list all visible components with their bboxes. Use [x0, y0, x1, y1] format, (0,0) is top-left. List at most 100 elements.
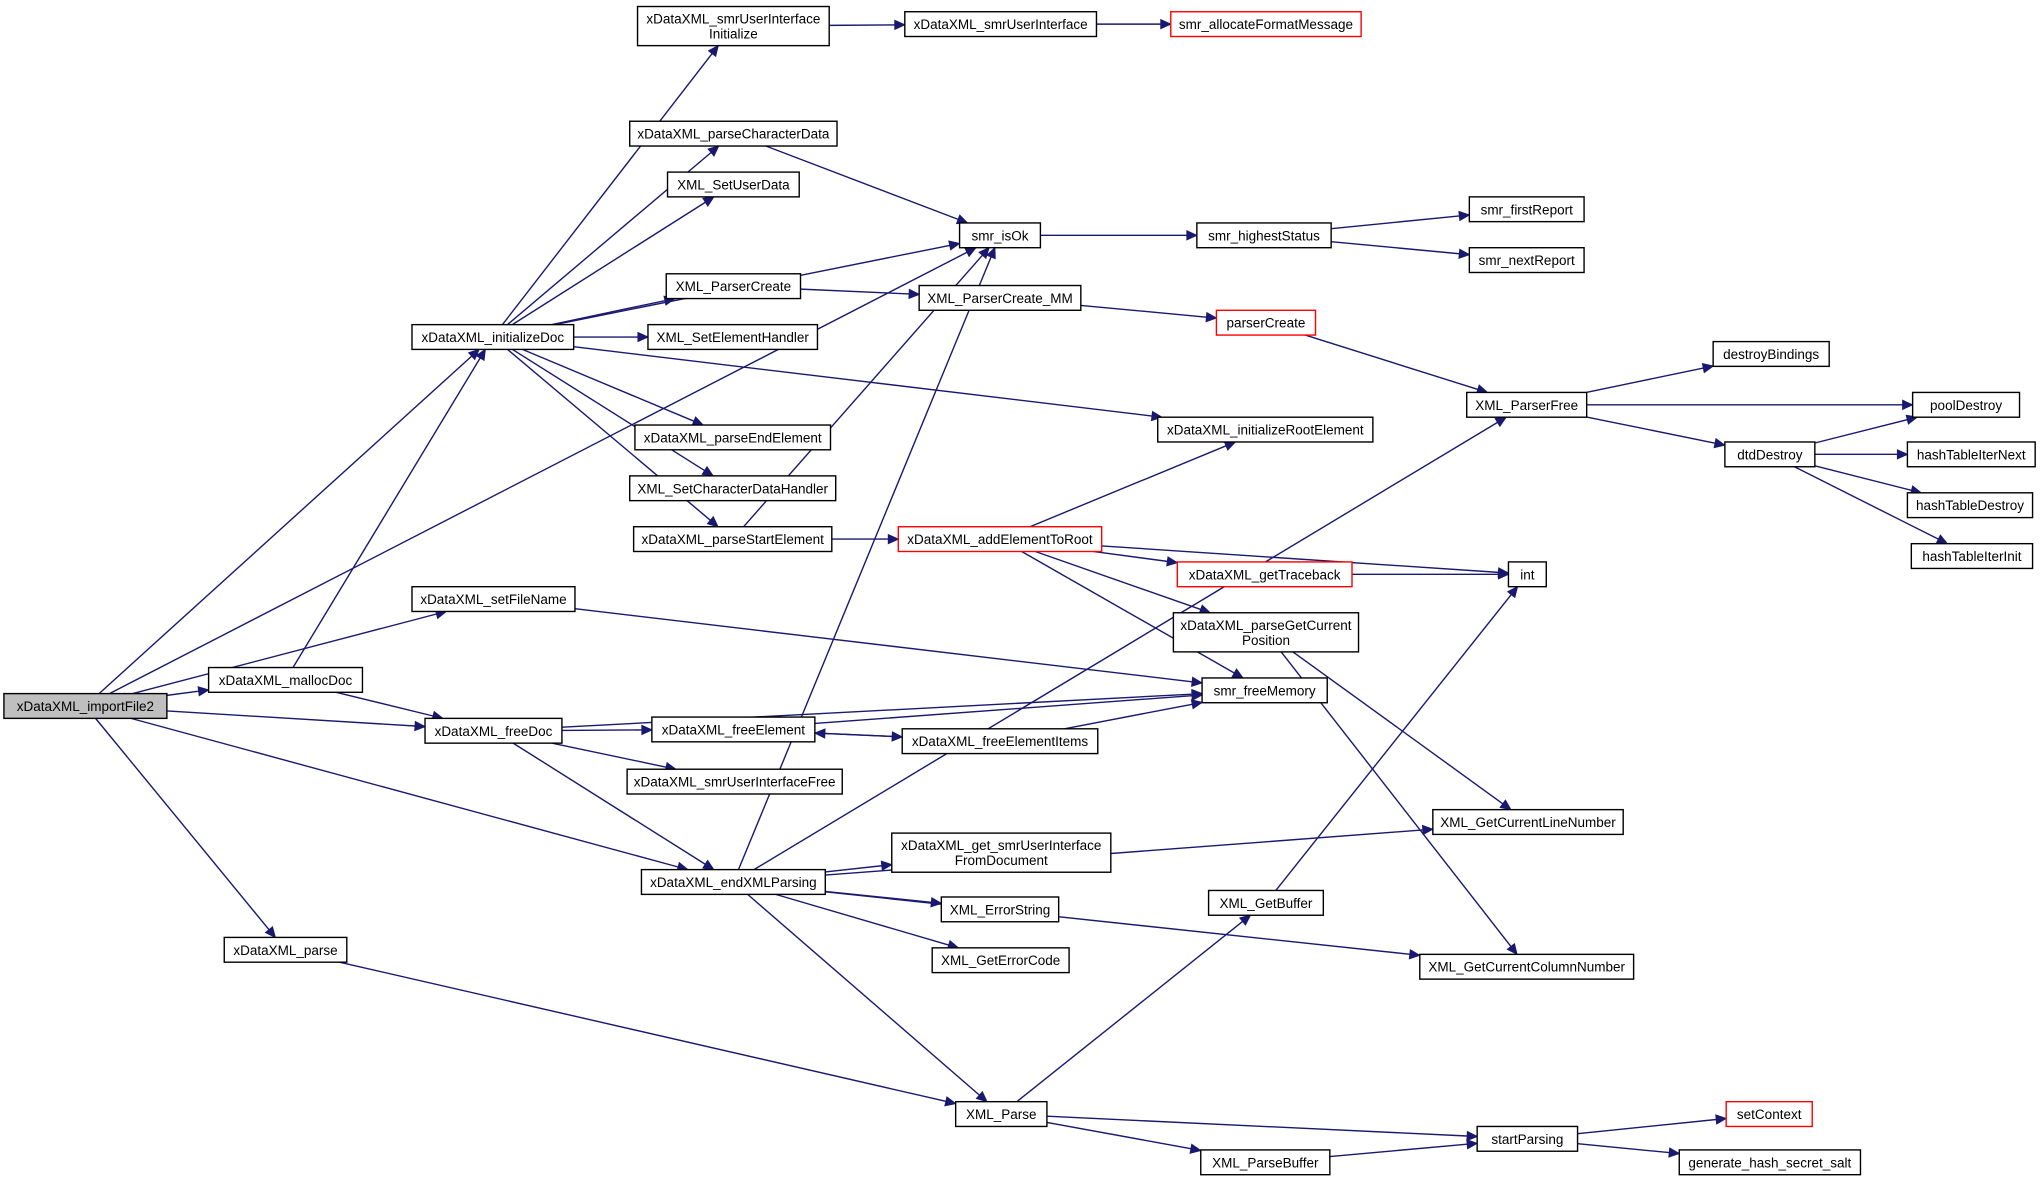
node-parse[interactable]: xDataXML_parse — [223, 936, 348, 963]
edge-line — [1794, 466, 1939, 540]
edge-parserCreate-to-parserCreateMM — [800, 288, 921, 300]
edge-line — [1586, 416, 1716, 444]
edge-line — [1577, 1118, 1717, 1135]
node-box — [1725, 1100, 1813, 1128]
arrow-head-icon — [1466, 1130, 1479, 1142]
node-hashIterInit[interactable]: hashTableIterInit — [1910, 542, 2034, 570]
node-parseStartElement[interactable]: xDataXML_parseStartElement — [632, 526, 833, 553]
edge-importFile2-to-endXMLParsing — [130, 717, 689, 872]
node-addElementToRoot[interactable]: xDataXML_addElementToRoot — [897, 526, 1103, 553]
node-allocFormat[interactable]: smr_allocateFormatMessage — [1170, 11, 1362, 38]
node-parserFree[interactable]: XML_ParserFree — [1466, 391, 1588, 418]
node-hashIterNext[interactable]: hashTableIterNext — [1906, 441, 2036, 468]
edge-setFileName-to-freeMemory — [574, 608, 1204, 687]
node-getCurrentLine[interactable]: XML_GetCurrentLineNumber — [1432, 808, 1624, 836]
arrow-head-icon — [637, 331, 650, 343]
node-box — [891, 832, 1112, 873]
node-freeElementItems[interactable]: xDataXML_freeElementItems — [901, 728, 1099, 755]
node-parseEndElement[interactable]: xDataXML_parseEndElement — [634, 424, 832, 451]
node-destroyBindings[interactable]: destroyBindings — [1712, 340, 1830, 368]
node-label: XML_SetUserData — [677, 177, 790, 192]
node-poolDestroy[interactable]: poolDestroy — [1911, 391, 2021, 418]
node-label: hashTableDestroy — [1916, 498, 2024, 513]
edge-mallocDoc-to-freeDoc — [336, 691, 445, 722]
node-errorString[interactable]: XML_ErrorString — [940, 896, 1060, 923]
node-nextReport[interactable]: smr_nextReport — [1468, 247, 1585, 274]
arrow-head-icon — [1205, 311, 1218, 323]
node-setCharDataHandler[interactable]: XML_SetCharacterDataHandler — [629, 475, 837, 502]
node-label: XML_GetErrorCode — [941, 953, 1060, 968]
edge-parseGetCurrentPos-to-getCurrentLine — [1292, 651, 1512, 811]
node-startParsing[interactable]: startParsing — [1476, 1125, 1579, 1152]
node-getErrorCode[interactable]: XML_GetErrorCode — [931, 947, 1070, 974]
node-initializeDoc[interactable]: xDataXML_initializeDoc — [411, 323, 575, 351]
node-importFile2[interactable]: xDataXML_importFile2 — [3, 692, 168, 720]
node-endXMLParsing[interactable]: xDataXML_endXMLParsing — [640, 868, 826, 896]
node-parserCreate[interactable]: XML_ParserCreate — [665, 273, 802, 300]
edge-initializeDoc-to-parseEndElement — [522, 348, 705, 426]
node-box — [940, 896, 1060, 923]
edge-line — [1016, 920, 1244, 1103]
node-smrUIFree[interactable]: xDataXML_smrUserInterfaceFree — [626, 768, 843, 795]
node-mallocDoc[interactable]: xDataXML_mallocDoc — [207, 666, 364, 693]
arrow-head-icon — [1191, 690, 1204, 701]
node-box — [1176, 561, 1353, 588]
edge-endXMLParsing-to-xmlParse — [747, 893, 988, 1103]
node-label: xDataXML_parse — [233, 943, 337, 958]
node-parserCreateMM[interactable]: XML_ParserCreate_MM — [918, 284, 1082, 311]
edge-line — [512, 348, 705, 472]
node-label: smr_isOk — [971, 228, 1028, 243]
edge-line — [130, 717, 679, 868]
node-label: parserCreate — [1227, 316, 1306, 331]
arrow-head-icon — [1935, 534, 1949, 545]
edge-line — [1586, 367, 1704, 394]
node-getTraceback[interactable]: xDataXML_getTraceback — [1176, 561, 1353, 588]
edge-parserFree-to-dtdDestroy — [1586, 416, 1727, 449]
node-label: XML_SetCharacterDataHandler — [637, 481, 828, 496]
node-box — [1678, 1149, 1862, 1176]
node-setUserData[interactable]: XML_SetUserData — [666, 171, 800, 198]
node-freeMemory[interactable]: smr_freeMemory — [1201, 677, 1328, 704]
node-box — [1906, 492, 2034, 519]
arrow-head-icon — [1421, 824, 1435, 836]
edge-dtdDestroy-to-hashIterNext — [1814, 449, 1909, 460]
node-label: XML_ParserCreate_MM — [927, 291, 1073, 306]
node-label: xDataXML_initializeRootElement — [1167, 423, 1364, 438]
node-initRootElement[interactable]: xDataXML_initializeRootElement — [1157, 416, 1374, 443]
node-setContext[interactable]: setContext — [1725, 1100, 1813, 1128]
node-getSmrUIFromDoc[interactable]: xDataXML_get_smrUserInterfaceFromDocumen… — [891, 832, 1112, 873]
node-parseCharData[interactable]: xDataXML_parseCharacterData — [629, 120, 838, 147]
node-label: setContext — [1737, 1107, 1802, 1122]
node-label: startParsing — [1491, 1132, 1563, 1147]
node-genHashSalt[interactable]: generate_hash_secret_salt — [1678, 1149, 1862, 1176]
node-box — [632, 526, 833, 553]
node-dtdDestroy[interactable]: dtdDestroy — [1724, 441, 1816, 468]
node-smrIsOk[interactable]: smr_isOk — [958, 222, 1042, 249]
edge-dtdDestroy-to-poolDestroy — [1814, 414, 1919, 444]
edge-freeElementItems-to-freeMemory — [1064, 699, 1204, 730]
node-box — [1466, 391, 1588, 418]
node-getBuffer[interactable]: XML_GetBuffer — [1207, 889, 1325, 916]
node-setFileName[interactable]: xDataXML_setFileName — [411, 585, 576, 613]
edge-line — [1814, 418, 1908, 444]
node-firstReport[interactable]: smr_firstReport — [1468, 196, 1585, 223]
node-freeDoc[interactable]: xDataXML_freeDoc — [424, 717, 563, 744]
node-highestStatus[interactable]: smr_highestStatus — [1196, 222, 1332, 249]
arrow-head-icon — [887, 533, 900, 545]
node-hashDestroy[interactable]: hashTableDestroy — [1906, 492, 2034, 519]
node-setElementHandler[interactable]: XML_SetElementHandler — [647, 323, 819, 351]
node-freeElement[interactable]: xDataXML_freeElement — [651, 716, 816, 743]
edge-line — [511, 201, 706, 326]
node-smrUI[interactable]: xDataXML_smrUserInterface — [904, 11, 1098, 38]
node-xmlParse[interactable]: XML_Parse — [954, 1100, 1048, 1128]
node-getCurrentColumn[interactable]: XML_GetCurrentColumnNumber — [1419, 953, 1635, 980]
node-parserCreateInt[interactable]: parserCreate — [1215, 309, 1317, 336]
arrow-head-icon — [1150, 410, 1164, 422]
node-parseBuffer[interactable]: XML_ParseBuffer — [1200, 1149, 1331, 1176]
node-int[interactable]: int — [1507, 561, 1547, 588]
node-box — [958, 222, 1042, 249]
edge-dtdDestroy-to-hashDestroy — [1814, 465, 1923, 496]
